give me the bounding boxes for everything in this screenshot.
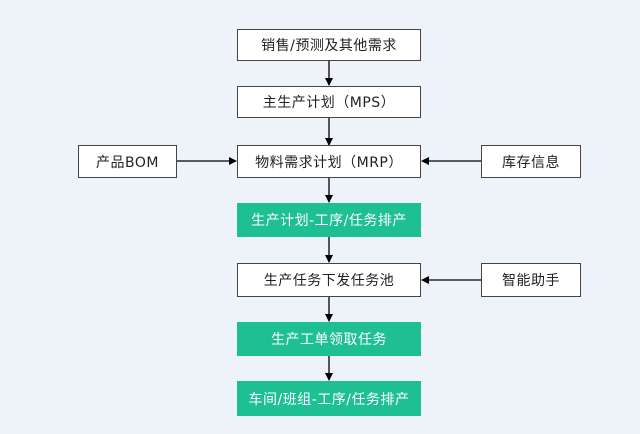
node-product-bom: 产品BOM <box>78 145 177 178</box>
node-work-order: 生产工单领取任务 <box>237 322 421 356</box>
node-sales-forecast: 销售/预测及其他需求 <box>237 29 421 61</box>
node-task-pool: 生产任务下发任务池 <box>237 263 421 297</box>
node-inventory: 库存信息 <box>481 145 581 178</box>
node-production-plan: 生产计划-工序/任务排产 <box>237 203 421 237</box>
node-smart-assistant: 智能助手 <box>481 263 581 297</box>
node-mps: 主生产计划（MPS） <box>237 86 421 118</box>
node-mrp: 物料需求计划（MRP） <box>237 145 421 178</box>
node-workshop: 车间/班组-工序/任务排产 <box>237 381 421 416</box>
